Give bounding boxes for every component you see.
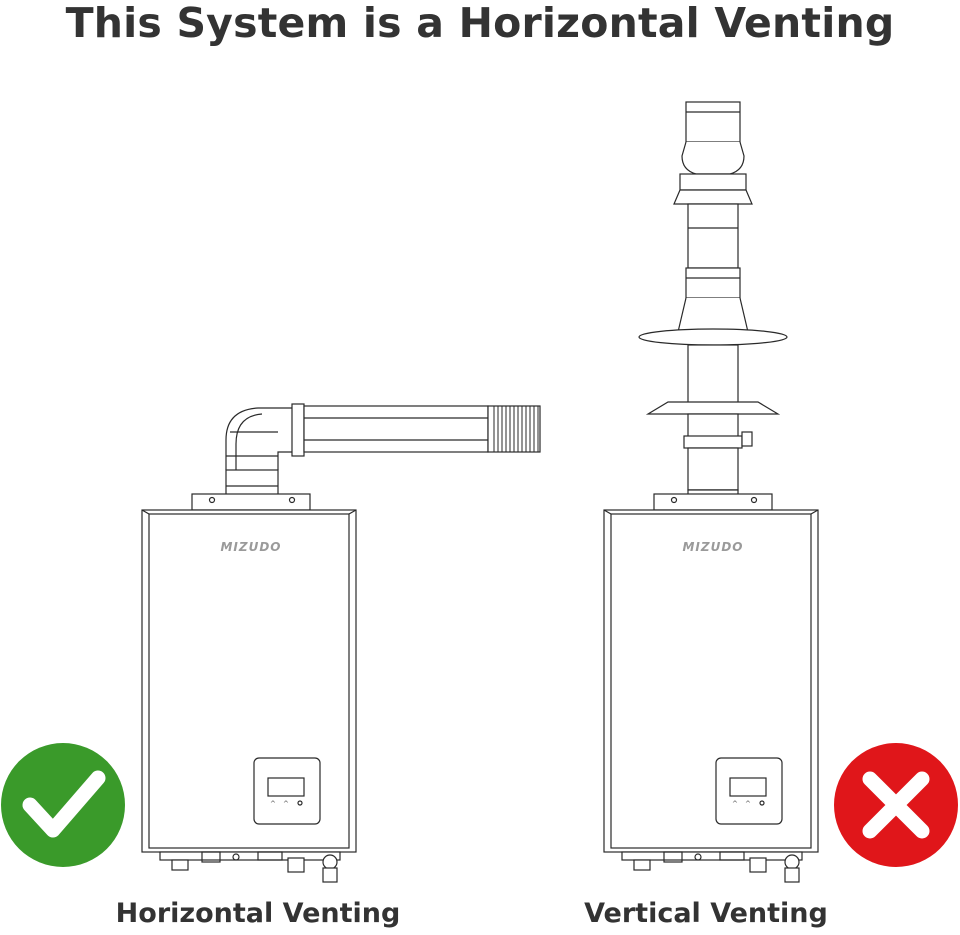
caption-horizontal-venting: Horizontal Venting <box>115 898 401 929</box>
brand-label-right: MIZUDO <box>682 540 743 554</box>
svg-text:^: ^ <box>732 800 738 808</box>
caption-vertical-venting: Vertical Venting <box>584 898 828 929</box>
water-heater-right: ^ ^ <box>603 493 819 883</box>
brand-label-left: MIZUDO <box>220 540 281 554</box>
x-icon <box>834 743 958 867</box>
vertical-vent-pipe <box>638 101 788 511</box>
svg-text:^: ^ <box>270 800 276 808</box>
svg-text:^: ^ <box>283 800 289 808</box>
horizontal-vent-pipe <box>225 403 541 511</box>
svg-text:^: ^ <box>745 800 751 808</box>
water-heater-left: ^ ^ <box>141 493 357 883</box>
check-icon <box>1 743 125 867</box>
page-title: This System is a Horizontal Venting <box>65 0 895 47</box>
